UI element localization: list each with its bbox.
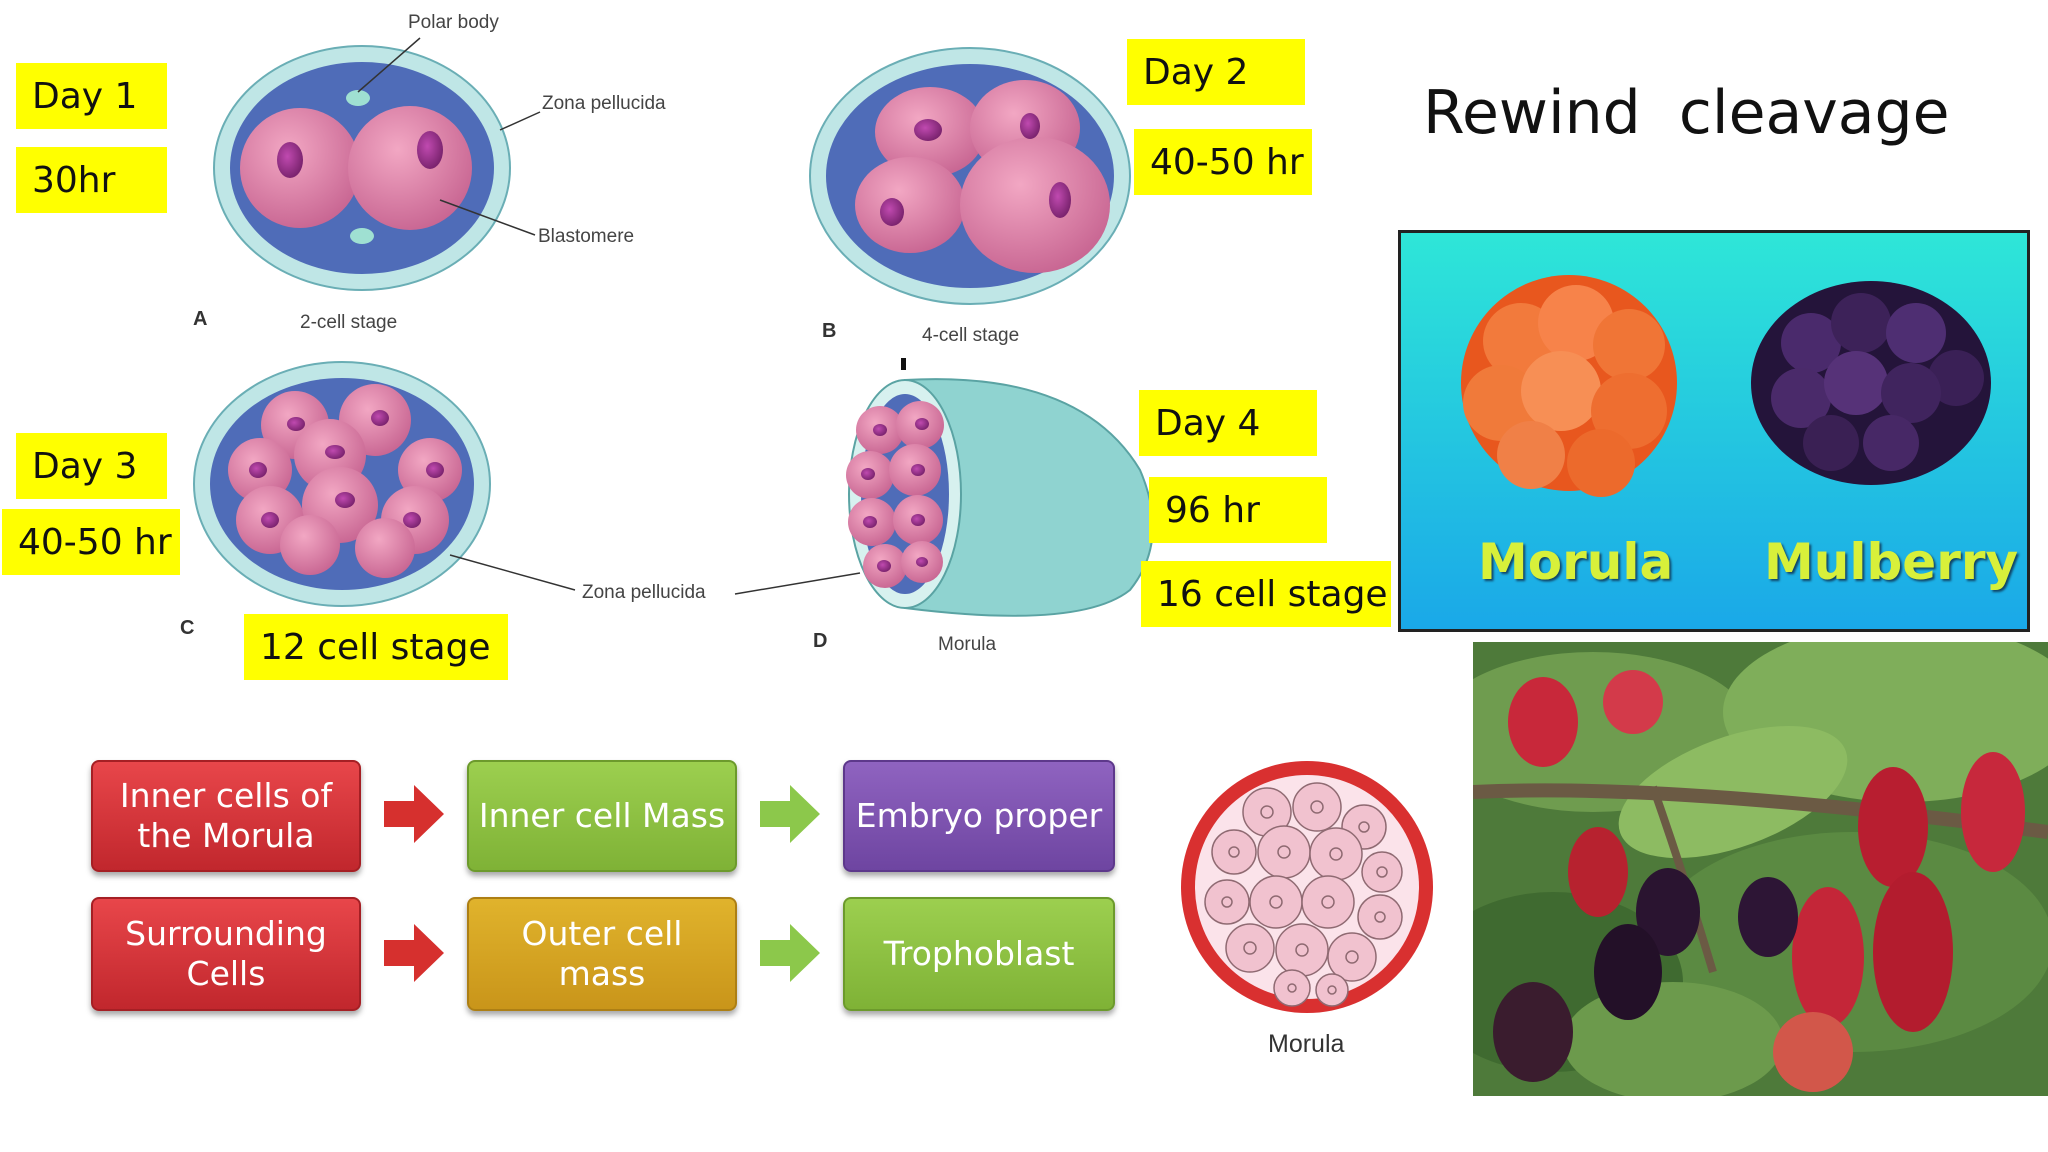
- inner-cell-mass-box: Inner cell Mass: [467, 760, 737, 872]
- morula-cross-section: [846, 358, 1154, 617]
- 12-cell-stage-label: 12 cell stage: [244, 614, 508, 680]
- stage-letter-a: A: [193, 308, 208, 330]
- cleavage-stages-diagram: [193, 37, 1154, 617]
- morula-caption: Morula: [1478, 533, 1674, 591]
- trophoblast-box: Trophoblast: [843, 897, 1115, 1011]
- 16-cell-stage-label: 16 cell stage: [1141, 561, 1391, 627]
- morula-mulberry-panel: Morula Mulberry: [1398, 230, 2030, 632]
- polar-body-label: Polar body: [408, 12, 499, 33]
- four-cell-embryo: [809, 47, 1131, 305]
- stage-letter-c: C: [180, 617, 195, 639]
- stage-letter-d: D: [813, 630, 828, 652]
- dark-mulberry-fruit: [1751, 281, 1991, 485]
- inner-cells-box: Inner cells of the Morula: [91, 760, 361, 872]
- morula-circle-diagram: [1181, 761, 1433, 1013]
- zona-pellucida-label-c: Zona pellucida: [582, 582, 706, 603]
- morula-vs-mulberry-art: [1461, 275, 1991, 497]
- four-cell-stage-label: 4-cell stage: [922, 325, 1020, 346]
- arrow-right-icon: [760, 785, 820, 843]
- arrow-right-icon: [384, 924, 444, 982]
- embryo-proper-box: Embryo proper: [843, 760, 1115, 872]
- twelve-cell-embryo: [193, 361, 861, 607]
- arrow-right-icon: [384, 785, 444, 843]
- 40-50hr-label-b: 40-50 hr: [1134, 129, 1312, 195]
- 96hr-label: 96 hr: [1149, 477, 1327, 543]
- zona-pellucida-label-a: Zona pellucida: [542, 93, 666, 114]
- day-4-label: Day 4: [1139, 390, 1317, 456]
- 40-50hr-label-c: 40-50 hr: [2, 509, 180, 575]
- surrounding-cells-box: Surrounding Cells: [91, 897, 361, 1011]
- orange-morula-ball: [1461, 275, 1677, 497]
- two-cell-embryo: [213, 37, 541, 291]
- outer-cell-mass-box: Outer cell mass: [467, 897, 737, 1011]
- day-1-label: Day 1: [16, 63, 167, 129]
- day-2-label: Day 2: [1127, 39, 1305, 105]
- day-3-label: Day 3: [16, 433, 167, 499]
- mulberry-branch-photo: [1473, 642, 2048, 1096]
- stage-letter-b: B: [822, 320, 837, 342]
- blastomere-label: Blastomere: [538, 226, 635, 247]
- slide-title: Rewind cleavage: [1423, 78, 1950, 148]
- two-cell-stage-label: 2-cell stage: [300, 312, 398, 333]
- mulberry-caption: Mulberry: [1764, 533, 2019, 591]
- morula-diagram-label: Morula: [1268, 1030, 1345, 1058]
- morula-stage-label: Morula: [938, 634, 997, 655]
- arrow-right-icon: [760, 924, 820, 982]
- 30hr-label: 30hr: [16, 147, 167, 213]
